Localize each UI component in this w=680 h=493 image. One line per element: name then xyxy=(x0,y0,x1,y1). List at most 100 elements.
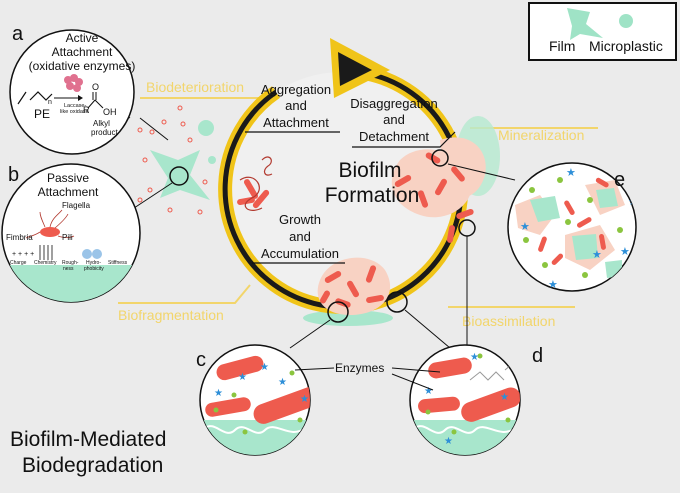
bacterium xyxy=(551,253,564,266)
bacterium xyxy=(456,208,474,220)
panel-a-title1: Active xyxy=(66,31,99,45)
zoom-circle-c xyxy=(327,301,349,323)
enzymes-annotation: Enzymes xyxy=(294,361,441,391)
reaction-arrowhead-icon xyxy=(78,95,83,101)
panel-a-title3: (oxidative enzymes) xyxy=(29,59,136,73)
zoom-circle-b xyxy=(169,166,189,186)
legend-film-label: Film xyxy=(549,38,575,54)
hydrophobicity-bead xyxy=(82,249,92,259)
legend-microplastic-label: Microplastic xyxy=(589,38,663,54)
mineralization-label: Mineralization xyxy=(498,127,584,143)
disaggregation-line1: Disaggregation xyxy=(350,96,437,111)
panel-a-circle xyxy=(9,29,135,155)
microplastic-dot xyxy=(137,127,143,133)
green-dot xyxy=(617,227,623,233)
factor-hydro2: phobicity xyxy=(84,266,104,272)
flagellum-line xyxy=(261,156,273,176)
enzymes-pointer-c xyxy=(294,367,335,371)
process-labels: Biodeterioration Mineralization Biofragm… xyxy=(118,79,584,329)
panel-a-pe: PE xyxy=(34,107,50,121)
star-icon: ★ xyxy=(424,386,433,397)
green-dot xyxy=(565,219,571,225)
panel-a-letter: a xyxy=(12,23,24,45)
disaggregation-line3: Detachment xyxy=(359,129,429,144)
bacterium xyxy=(366,294,384,304)
microplastic-bead xyxy=(208,156,216,164)
bacterium xyxy=(538,236,547,252)
pe-structure xyxy=(17,91,53,105)
bacterium xyxy=(394,175,412,187)
microplastic-dot xyxy=(187,137,193,143)
panel-d-pointer xyxy=(404,309,451,349)
panel-c: ★ ★ ★ ★ ★ c xyxy=(196,344,311,456)
bacterium xyxy=(435,178,447,196)
microplastic-dot xyxy=(149,129,155,135)
bacterium xyxy=(599,233,606,250)
cycle-arrowhead-inner-icon xyxy=(338,52,372,86)
biofragmentation-label: Biofragmentation xyxy=(118,307,224,323)
ring-fill xyxy=(224,72,460,308)
panel-d-letter: d xyxy=(532,345,543,367)
bacterium xyxy=(244,179,258,199)
growth-line3: Accumulation xyxy=(261,246,339,261)
star-icon: ★ xyxy=(520,220,530,233)
panel-d: ★ ★ ★ ★ d xyxy=(409,344,543,456)
star-icon: ★ xyxy=(300,394,309,405)
cycle-ring xyxy=(218,38,469,315)
extracellular-fibers xyxy=(204,425,306,434)
factor-roughness2: ness xyxy=(63,266,74,272)
green-dot xyxy=(542,262,548,268)
bioassimilation-label: Bioassimilation xyxy=(462,313,555,329)
panel-e: ★ ★ ★ ★ ★ ★ e xyxy=(507,162,637,292)
factor-chemistry: Chemistry xyxy=(34,260,57,266)
panel-b-title1: Passive xyxy=(47,171,89,185)
title-line2: Biodegradation xyxy=(22,454,163,477)
film-fragment xyxy=(572,234,598,260)
microplastic-dot xyxy=(142,157,148,163)
extracellular-fibers xyxy=(414,425,516,434)
growth-line1: Growth xyxy=(279,212,321,227)
panel-b-charge-sign: + + + + xyxy=(12,251,34,258)
panel-a-title2: Attachment xyxy=(52,45,113,59)
bacterium-large xyxy=(216,355,264,381)
legend: Film Microplastic xyxy=(528,2,677,61)
bacterium xyxy=(252,189,270,209)
panel-e-letter: e xyxy=(614,169,625,191)
tangled-bacteria xyxy=(239,176,263,211)
bacteria-group xyxy=(237,152,474,308)
star-icon: ★ xyxy=(260,362,269,373)
bacterium-large xyxy=(418,396,460,414)
microplastic-dot xyxy=(147,187,153,193)
aggregation-line3: Attachment xyxy=(263,115,329,130)
green-dot xyxy=(557,177,563,183)
biodeterioration-label: Biodeterioration xyxy=(146,79,244,95)
film-substrate xyxy=(303,310,393,326)
bacterium xyxy=(451,166,465,182)
factor-stiffness: Stiffness xyxy=(108,260,128,266)
zoom-circle-e xyxy=(431,149,449,167)
center-line2: Formation xyxy=(325,184,420,207)
center-line1: Biofilm xyxy=(338,159,401,182)
bacterium xyxy=(425,152,441,164)
panel-a-oh: OH xyxy=(103,107,117,117)
star-icon: ★ xyxy=(444,436,453,447)
film-fragment xyxy=(530,196,560,222)
bacterium xyxy=(576,217,592,228)
green-dot xyxy=(582,272,588,278)
panel-b-fimbria: Fimbria xyxy=(6,233,33,242)
carboxyl-structure xyxy=(87,92,104,109)
biofragmentation-line xyxy=(118,284,251,304)
enzymes-pointer-d xyxy=(391,367,441,373)
microplastic-dot xyxy=(167,207,173,213)
factor-roughness1: Rough- xyxy=(62,260,79,266)
microplastic-dot xyxy=(180,121,186,127)
bacterium xyxy=(564,200,575,216)
disaggregation-line2: and xyxy=(383,112,405,127)
enzymes-label: Enzymes xyxy=(335,361,384,375)
hydrophobicity-bead xyxy=(92,249,102,259)
panel-a-n: n xyxy=(48,99,52,106)
bacterium xyxy=(324,271,342,283)
microplastic-dot xyxy=(177,105,183,111)
green-dot xyxy=(523,237,529,243)
